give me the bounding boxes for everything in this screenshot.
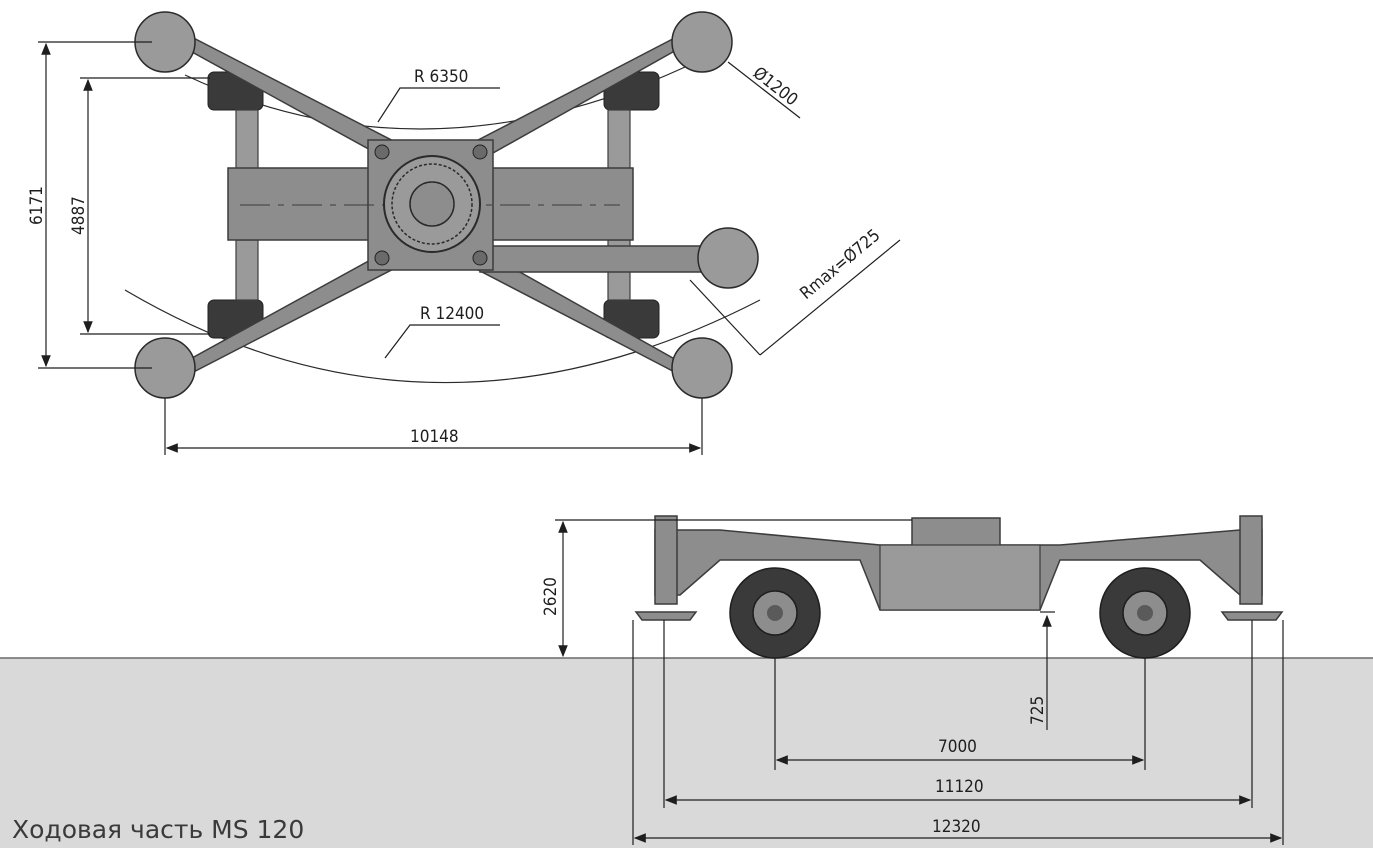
ground-area [0,658,1373,848]
top-dimensions [38,41,901,455]
side-view: 2620 725 7000 11120 12320 [541,515,1284,845]
figure-caption: Ходовая часть MS 120 [12,815,305,844]
label-height: 2620 [541,577,561,616]
side-top-plate [911,517,1001,547]
label-inner-width: 4887 [69,196,89,235]
side-legs [634,515,1284,621]
label-wheel-rmax: Rmax=Ø725 [796,226,884,304]
label-r6350: R 6350 [414,67,468,87]
outrigger-pads [134,11,759,399]
beam-pins [374,144,488,266]
label-overall-length: 10148 [410,427,459,447]
side-center-block [879,544,1041,611]
label-wheelbase: 7000 [938,737,977,757]
label-pad-span-inner: 11120 [935,777,984,797]
side-dimensions [555,519,1284,845]
label-ground-clearance: 725 [1028,696,1048,725]
slewing-ring [383,155,481,253]
label-overall-width: 6171 [27,186,47,225]
label-r12400: R 12400 [420,304,484,324]
label-pad-diameter: Ø1200 [749,63,801,110]
top-view: R 6350 R 12400 10148 6171 4887 Ø1200 Rma… [27,11,901,455]
side-wheels [729,567,1191,659]
label-pad-span-outer: 12320 [932,817,981,837]
